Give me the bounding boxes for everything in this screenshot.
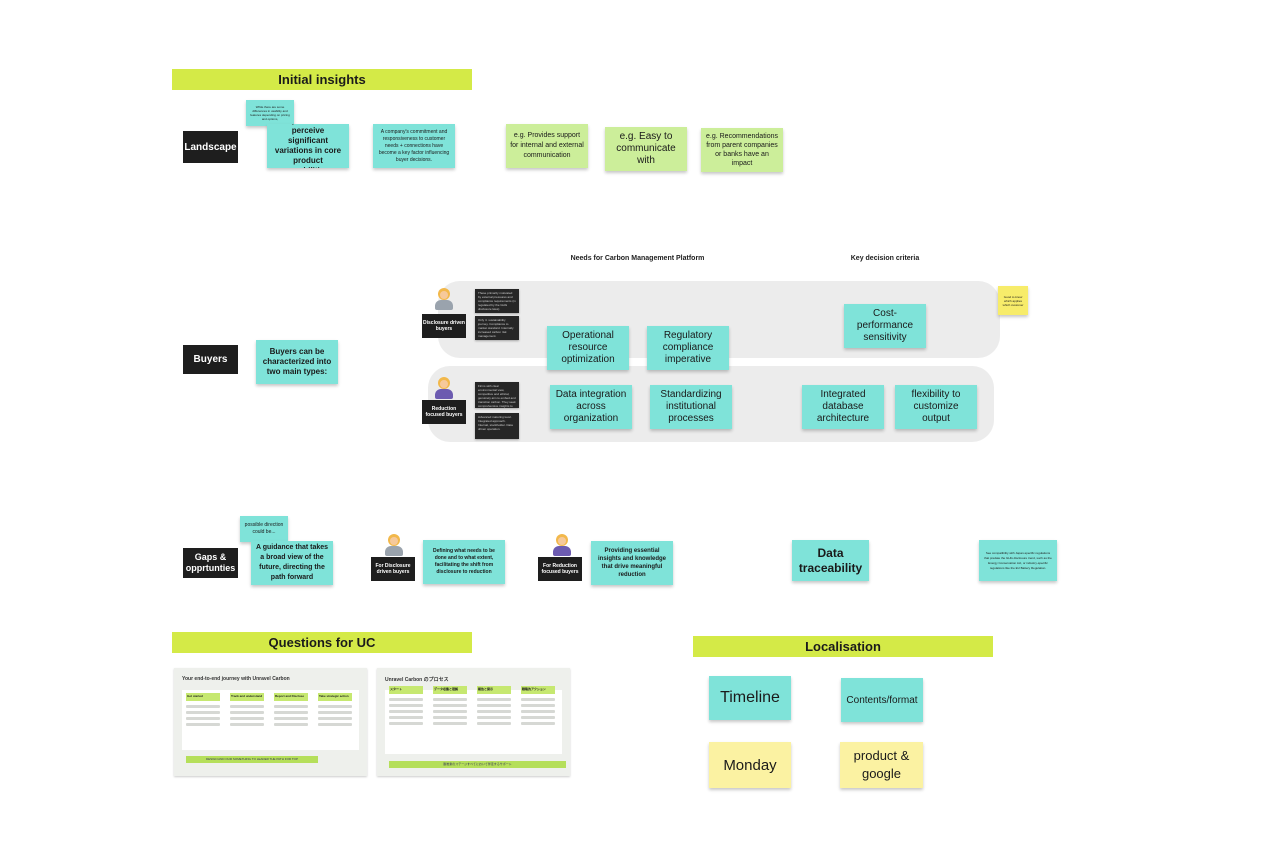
compatibility-note[interactable]: See compatibility with Japan-specific re… — [979, 540, 1057, 581]
need-regulatory-compliance[interactable]: Regulatory compliance imperative — [647, 326, 729, 370]
landscape-note-commitment[interactable]: A company's commitment and responsivenes… — [373, 124, 455, 168]
journey-slide-thumbnail[interactable]: Your end-to-end journey with Unravel Car… — [174, 668, 367, 776]
gaps-guidance-note[interactable]: A guidance that takes a broad view of th… — [251, 541, 333, 585]
criteria-flexibility[interactable]: flexibility to customize output — [895, 385, 977, 429]
contents-format-note[interactable]: Contents/format — [841, 678, 923, 722]
initial-insights-banner[interactable]: Initial insights — [172, 69, 472, 90]
gaps-disclosure-avatar-icon — [383, 533, 405, 557]
gaps-disclosure-tag[interactable]: For Disclosure driven buyers — [371, 557, 415, 581]
journey-col-4: Take strategic action — [318, 693, 352, 701]
journey-col-1: Get started — [186, 693, 220, 701]
process-slide-footer: 脱炭素のステージすべてにおいて伴走するサポート — [389, 761, 566, 768]
example-recommendations-note[interactable]: e.g. Recommendations from parent compani… — [701, 128, 783, 172]
needs-header: Needs for Carbon Management Platform — [540, 255, 735, 262]
disclosure-note-dark-2[interactable]: Only 4. sustainability journey. Complian… — [475, 316, 519, 340]
landscape-small-note[interactable]: While there are some differences in usab… — [246, 100, 294, 126]
process-col-3: 報告と開示 — [477, 686, 511, 694]
example-support-note[interactable]: e.g. Provides support for internal and e… — [506, 124, 588, 168]
example-easy-note[interactable]: e.g. Easy to communicate with — [605, 127, 687, 171]
data-traceability-note[interactable]: Data traceability — [792, 540, 869, 581]
monday-note[interactable]: Monday — [709, 742, 791, 788]
process-col-2: データ収集と理解 — [433, 686, 467, 694]
gaps-disclosure-note[interactable]: Defining what needs to be done and to wh… — [423, 540, 505, 584]
criteria-header: Key decision criteria — [820, 255, 950, 262]
process-col-4: 戦略的アクション — [521, 686, 555, 694]
need-operational-resource[interactable]: Operational resource optimization — [547, 326, 629, 370]
journey-col-3: Report and Disclose — [274, 693, 308, 701]
reduction-buyer-avatar-icon — [433, 376, 455, 400]
gaps-reduction-tag[interactable]: For Reduction focused buyers — [538, 557, 582, 581]
criteria-integrated-database[interactable]: Integrated database architecture — [802, 385, 884, 429]
disclosure-driven-tag[interactable]: Disclosure driven buyers — [422, 314, 466, 338]
buyers-label[interactable]: Buyers — [183, 345, 238, 374]
journey-slide-footer: DESIGN AND OUR SOMETHING TO LEADER THE P… — [186, 756, 318, 763]
gaps-reduction-avatar-icon — [551, 533, 573, 557]
product-google-note[interactable]: product & google — [840, 742, 923, 788]
buyers-side-note[interactable]: Good to know which applies which custome… — [998, 286, 1028, 315]
journey-slide-title: Your end-to-end journey with Unravel Car… — [182, 676, 290, 682]
gaps-label[interactable]: Gaps & opprtunties — [183, 548, 238, 578]
timeline-note[interactable]: Timeline — [709, 676, 791, 720]
disclosure-buyer-avatar-icon — [433, 287, 455, 311]
process-col-1: スタート — [389, 686, 423, 694]
criteria-cost-performance[interactable]: Cost-performance sensitivity — [844, 304, 926, 348]
need-data-integration[interactable]: Data integration across organization — [550, 385, 632, 429]
process-slide-title: Unravel Carbon のプロセス — [385, 676, 449, 683]
questions-uc-banner[interactable]: Questions for UC — [172, 632, 472, 653]
landscape-note-core-capabilities[interactable]: Buyers do not perceive significant varia… — [267, 124, 349, 168]
buyers-intro-note[interactable]: Buyers can be characterized into two mai… — [256, 340, 338, 384]
journey-col-2: Track and understand — [230, 693, 264, 701]
need-standardizing-processes[interactable]: Standardizing institutional processes — [650, 385, 732, 429]
reduction-note-dark-1[interactable]: Firms with clear environmental view, com… — [475, 382, 519, 408]
process-slide-thumbnail[interactable]: Unravel Carbon のプロセス スタート データ収集と理解 報告と開示… — [377, 668, 570, 776]
reduction-note-dark-2[interactable]: Advanced maturing level. Integrated appr… — [475, 413, 519, 439]
gaps-small-note[interactable]: possible direction could be... — [240, 516, 288, 542]
localisation-banner[interactable]: Localisation — [693, 636, 993, 657]
reduction-focused-tag[interactable]: Reduction focused buyers — [422, 400, 466, 424]
disclosure-note-dark-1[interactable]: These primarily motivated by external pr… — [475, 289, 519, 313]
landscape-label[interactable]: Landscape — [183, 131, 238, 163]
gaps-reduction-note[interactable]: Providing essential insights and knowled… — [591, 541, 673, 585]
